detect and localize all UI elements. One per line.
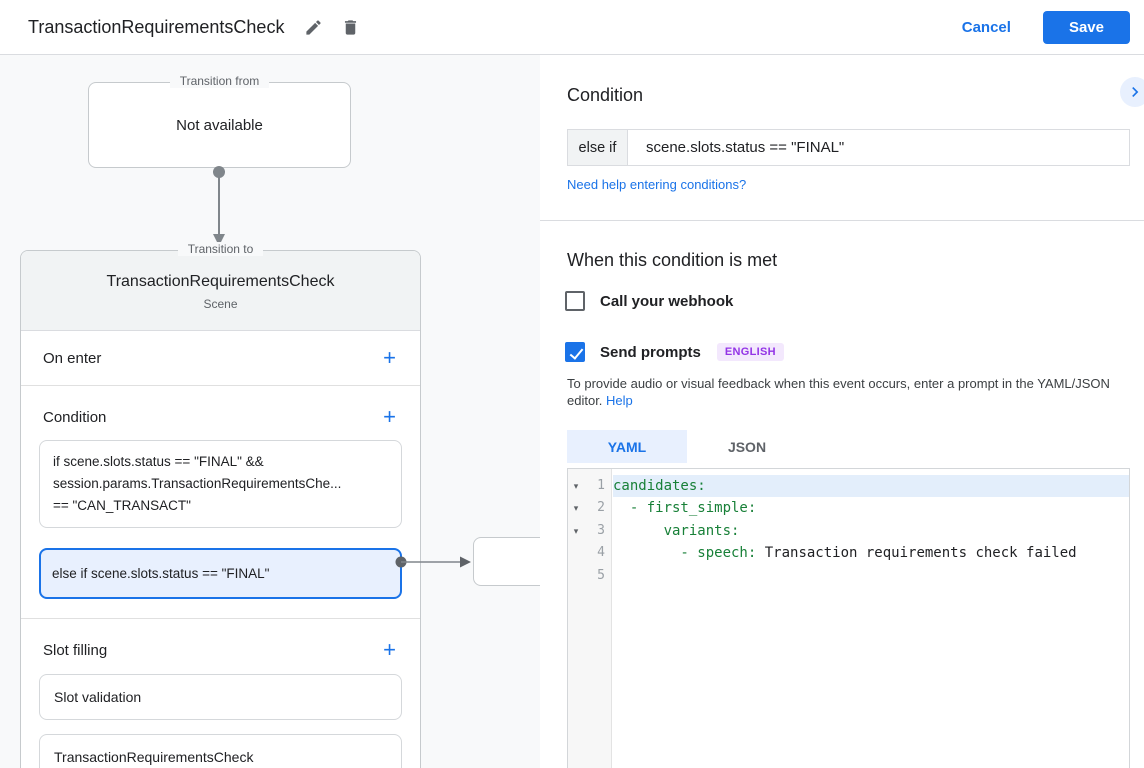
fold-arrow-icon[interactable]: ▾	[573, 481, 579, 491]
condition-expression-input[interactable]	[628, 130, 1129, 165]
panel-title: Condition	[567, 85, 644, 105]
fold-spacer	[568, 542, 584, 564]
add-slot-button[interactable]: +	[383, 637, 396, 662]
on-enter-label: On enter	[43, 349, 102, 367]
code-text[interactable]: - first_simple:	[613, 500, 757, 517]
chevron-right-icon	[1132, 87, 1139, 97]
on-enter-row[interactable]: On enter +	[21, 331, 420, 386]
condition-item[interactable]: if scene.slots.status == "FINAL" && sess…	[39, 440, 402, 528]
slot-handler-item[interactable]: TransactionRequirementsCheck	[39, 734, 402, 768]
slot-validation-item[interactable]: Slot validation	[39, 674, 402, 720]
slot-filling-label: Slot filling	[43, 641, 108, 659]
app-header: TransactionRequirementsCheck Cancel Save	[0, 0, 1144, 55]
page-title: TransactionRequirementsCheck	[28, 16, 285, 37]
prompt-help-link[interactable]: Help	[606, 393, 633, 408]
trash-icon	[345, 19, 357, 35]
conditions-help-link[interactable]: Need help entering conditions?	[567, 177, 747, 192]
fold-arrow-icon[interactable]: ▾	[573, 503, 579, 514]
line-number: 4	[597, 545, 605, 561]
scene-node-card: Transition to TransactionRequirementsChe…	[20, 242, 421, 768]
transition-from-node: Transition from Not available	[88, 74, 351, 168]
editor-tabs: YAML JSON	[567, 430, 1144, 463]
slot-filling-section: Slot filling + Slot validation Transacti…	[21, 619, 420, 768]
add-on-enter-button[interactable]: +	[383, 345, 396, 370]
scene-diagram: Transition from Not available Transition…	[0, 55, 540, 768]
line-number: 1	[597, 478, 605, 493]
delete-scene-button[interactable]	[337, 14, 364, 41]
scene-node-header[interactable]: TransactionRequirementsCheck Scene	[21, 251, 420, 331]
condition-section-label: Condition	[43, 408, 107, 426]
fold-spacer	[568, 565, 584, 587]
webhook-checkbox[interactable]	[565, 291, 585, 311]
code-line[interactable]: 5	[568, 565, 1129, 587]
send-prompts-checkbox[interactable]	[565, 342, 585, 362]
condition-expression-row: else if	[567, 129, 1130, 166]
tab-yaml[interactable]: YAML	[567, 430, 687, 463]
editor-gutter	[568, 469, 612, 768]
line-number: 2	[597, 500, 605, 516]
code-line[interactable]: ▾ 3 variants:	[568, 520, 1129, 542]
send-prompts-checkbox-row[interactable]: Send prompts ENGLISH	[565, 342, 1144, 362]
prompt-description: To provide audio or visual feedback when…	[567, 376, 1110, 408]
save-button[interactable]: Save	[1042, 10, 1130, 44]
condition-prefix: else if	[568, 130, 628, 165]
transition-from-content: Not available	[176, 116, 263, 134]
scene-node-subtitle: Scene	[203, 297, 238, 311]
webhook-checkbox-row[interactable]: Call your webhook	[565, 291, 1144, 311]
flow-arrow-down-icon	[213, 166, 225, 246]
tab-json[interactable]: JSON	[727, 438, 767, 455]
cancel-button[interactable]: Cancel	[961, 18, 1011, 36]
line-number: 5	[597, 567, 605, 583]
pencil-icon	[306, 19, 322, 35]
fold-arrow-icon[interactable]: ▾	[573, 525, 579, 536]
scene-node-title: TransactionRequirementsCheck	[106, 273, 335, 290]
code-line[interactable]: 4 - speech: Transaction requirements che…	[568, 542, 1129, 564]
webhook-label: Call your webhook	[600, 292, 734, 310]
transition-from-label: Transition from	[89, 74, 350, 88]
language-badge: ENGLISH	[716, 343, 784, 361]
collapse-panel-button[interactable]	[1120, 77, 1144, 107]
transition-target-node	[473, 537, 540, 586]
panel-divider	[540, 220, 1144, 221]
add-condition-button[interactable]: +	[383, 404, 396, 429]
when-met-title: When this condition is met	[567, 250, 778, 270]
code-line[interactable]: ▾ 2 - first_simple:	[568, 497, 1129, 519]
code-text[interactable]: - speech: Transaction requirements check…	[613, 545, 1077, 562]
flow-arrow-right-icon	[395, 556, 471, 568]
code-text[interactable]	[613, 565, 1129, 587]
code-lines: ▾ 1 candidates: ▾ 2 - first_simple: ▾ 3 varian…	[568, 469, 1129, 587]
yaml-editor[interactable]: ▾ 1 candidates: ▾ 2 - first_simple: ▾ 3 varian…	[567, 468, 1130, 768]
condition-section: Condition + if scene.slots.status == "FI…	[21, 386, 420, 619]
code-text[interactable]: candidates:	[613, 475, 1129, 498]
code-line[interactable]: ▾ 1 candidates:	[568, 475, 1129, 498]
line-number: 3	[597, 522, 605, 538]
condition-item-selected[interactable]: else if scene.slots.status == "FINAL"	[39, 548, 402, 599]
condition-panel: Condition else if Need help entering con…	[540, 55, 1144, 768]
code-text[interactable]: variants:	[613, 522, 740, 539]
send-prompts-label: Send prompts	[600, 343, 701, 361]
edit-scene-button[interactable]	[300, 14, 327, 41]
